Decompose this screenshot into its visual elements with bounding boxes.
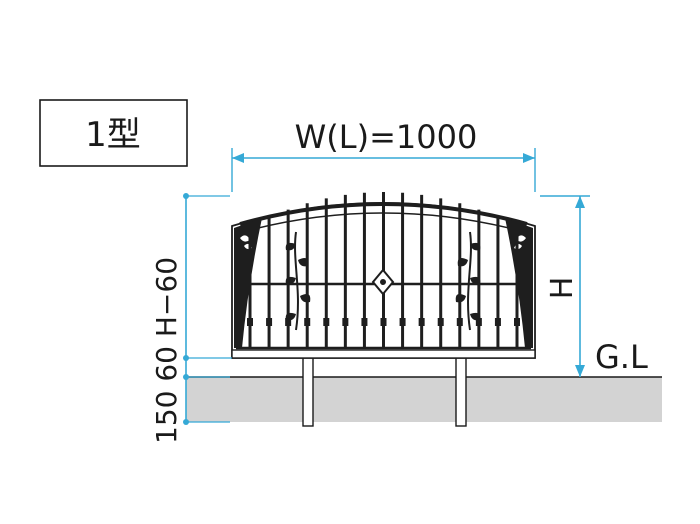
fence-bar-collar xyxy=(323,318,330,326)
fence-bar-collar xyxy=(361,318,368,326)
left-vine-ornament xyxy=(285,231,311,331)
ground-level-label: G.L xyxy=(595,338,648,376)
fence-bar-collar xyxy=(418,318,425,326)
width-dimension: W(L)=1000 xyxy=(231,118,536,192)
height-dimension: H xyxy=(540,195,590,377)
fence-bar-collar xyxy=(266,318,273,326)
fence-bar-collar xyxy=(342,318,349,326)
fence-bar-collar xyxy=(285,318,292,326)
left-dimension: 150 60 H−60 xyxy=(150,193,232,444)
height-label: H xyxy=(545,277,580,300)
fence-bar-collar xyxy=(304,318,311,326)
type-label: 1型 xyxy=(85,115,141,155)
fence-bar-collar xyxy=(475,318,482,326)
type-label-box: 1型 xyxy=(39,99,188,167)
left-dimension-label: 150 60 H−60 xyxy=(150,257,183,444)
fence-bar-collar xyxy=(247,318,253,326)
fence-bar-collar xyxy=(494,318,501,326)
center-diamond-ornament xyxy=(371,268,395,296)
fence-bar-collar xyxy=(380,318,387,326)
fence-panel xyxy=(231,192,536,359)
right-vine-ornament xyxy=(455,231,481,331)
width-label: W(L)=1000 xyxy=(295,118,478,156)
fence-bar-collar xyxy=(437,318,444,326)
fence-bar-collar xyxy=(456,318,463,326)
fence-bar-collar xyxy=(514,318,520,326)
fence-bar-collar xyxy=(399,318,406,326)
ground xyxy=(186,376,662,422)
